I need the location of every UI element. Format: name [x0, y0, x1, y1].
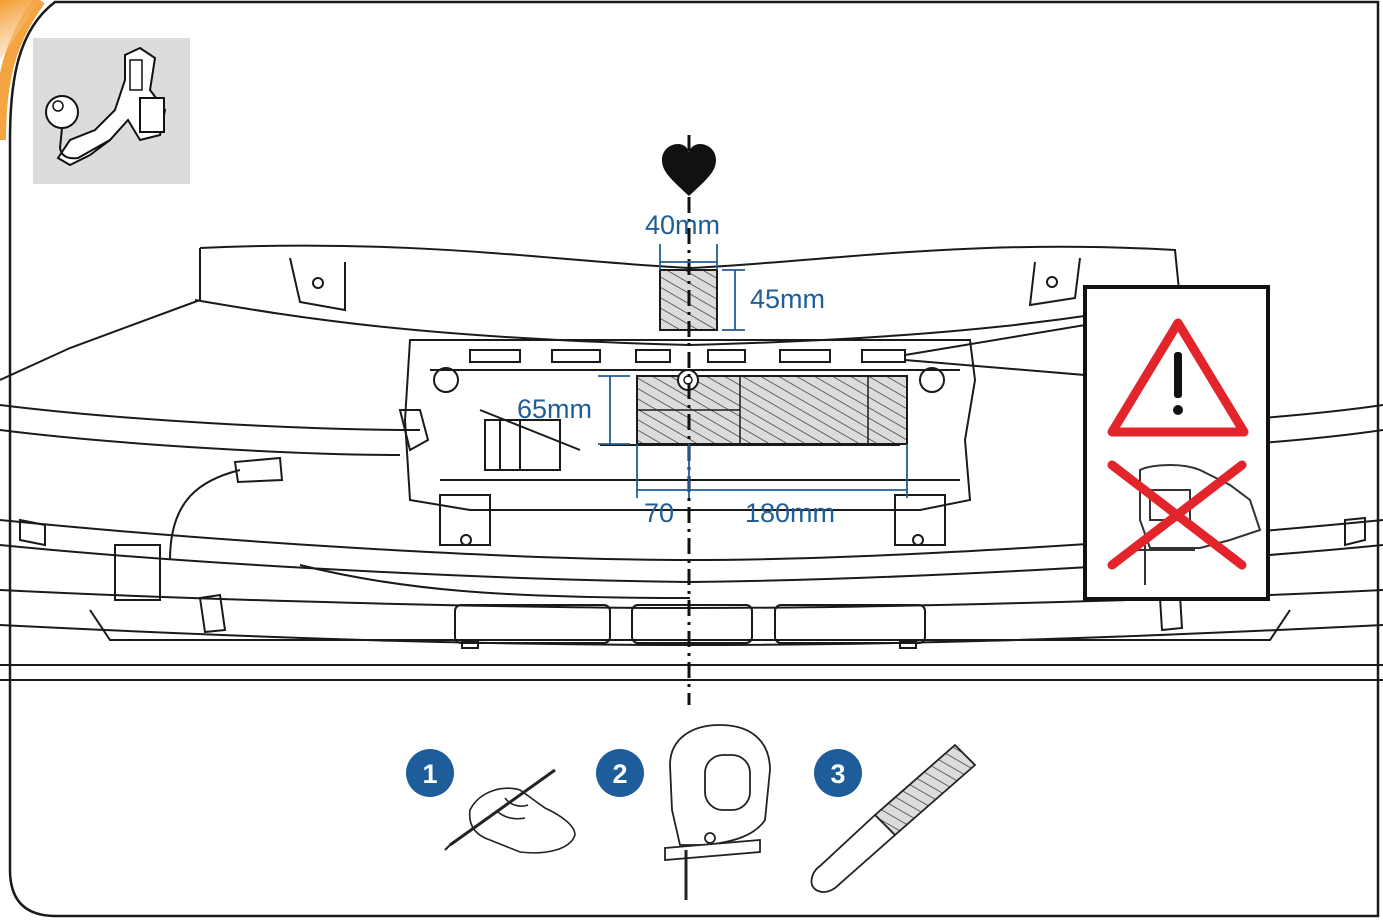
label-offset-center: 70 [644, 498, 674, 528]
no-jigsaw-icon [1107, 460, 1262, 585]
pen-hand-icon [444, 768, 576, 854]
heart-marker-icon [662, 144, 716, 196]
step-1-number: 1 [422, 759, 437, 789]
label-width-top: 40mm [645, 210, 720, 240]
warning-triangle-icon [1107, 318, 1249, 437]
warning-callout [904, 285, 1270, 601]
step-2: 2 [596, 724, 771, 900]
step-1: 1 [406, 749, 576, 854]
step-2-number: 2 [612, 759, 627, 789]
label-width-main: 180mm [745, 498, 835, 528]
label-height-top: 45mm [750, 284, 825, 314]
step-3: 3 [810, 743, 977, 893]
jigsaw-icon [664, 724, 771, 900]
steps: 1 2 3 [406, 724, 977, 900]
centre-line [662, 135, 716, 705]
file-rasp-icon [810, 743, 977, 893]
dimension-labels: 40mm 45mm 65mm 70 180mm [517, 210, 835, 528]
towbar-thumbnail [33, 38, 190, 184]
label-height-main: 65mm [517, 394, 592, 424]
step-3-number: 3 [830, 759, 845, 789]
dimension-lines [598, 244, 908, 498]
